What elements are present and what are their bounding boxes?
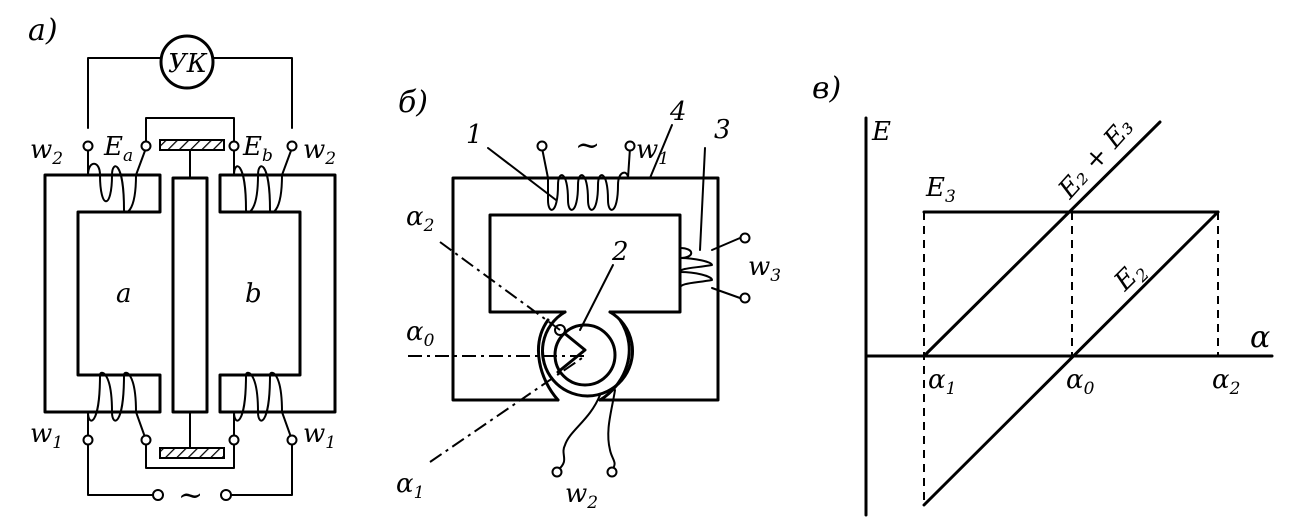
coil-w1-right — [233, 371, 293, 441]
terminal — [140, 140, 152, 152]
eb-label: Eb — [242, 132, 273, 166]
coil-w3 — [679, 232, 751, 304]
panel-c: в) E α E3 E₂ + E₃ E2 α1 α0 α2 — [812, 71, 1274, 517]
w2-lead-2 — [607, 389, 616, 471]
panel-a-label: а) — [28, 13, 58, 48]
pole-left — [537, 318, 560, 402]
terminal — [82, 434, 94, 446]
core-window — [488, 213, 682, 314]
e2-plus-e3-line — [922, 120, 1162, 358]
e3-label: E3 — [925, 173, 956, 207]
leader-1 — [487, 147, 557, 201]
panel-a: а) УК ~ — [28, 13, 337, 513]
stator-pole-arc — [541, 310, 634, 398]
coil-w2-left — [87, 147, 147, 214]
w2-right-label: w2 — [303, 135, 336, 169]
alpha2-label: α2 — [406, 202, 434, 236]
leader-3 — [699, 147, 706, 251]
panel-b: б) — [396, 85, 781, 513]
terminal — [286, 140, 298, 152]
top-bridge-wire — [145, 117, 235, 149]
core-a — [43, 173, 162, 414]
terminal — [228, 140, 240, 152]
coil-w1 — [536, 140, 636, 211]
terminal — [82, 140, 94, 152]
terminal — [606, 466, 618, 478]
leader-2 — [579, 264, 614, 331]
alpha2-axis — [439, 241, 561, 331]
leader-4 — [649, 124, 673, 179]
rotor-pointer — [556, 326, 587, 374]
amp-wire-left — [87, 57, 162, 129]
ac-source-symbol: ~ — [178, 478, 203, 513]
w2-left-label: w2 — [30, 135, 63, 169]
top-support — [159, 139, 225, 151]
core-a-label: a — [116, 279, 132, 309]
alpha1-tick-label: α1 — [928, 365, 956, 399]
ac-terminal-left — [152, 489, 164, 501]
w2-lead-1 — [557, 394, 601, 471]
e2-label: E2 — [1108, 255, 1154, 301]
terminal — [228, 434, 240, 446]
ac-terminal-right — [220, 489, 232, 501]
amplifier-label: УК — [168, 49, 208, 79]
label-2: 2 — [611, 237, 629, 267]
pole-right — [598, 318, 631, 402]
panel-b-label: б) — [398, 85, 428, 120]
x-axis-label: α — [1250, 320, 1270, 355]
w3-label: w3 — [748, 252, 781, 286]
ea-label: Ea — [103, 132, 133, 166]
terminal — [551, 466, 563, 478]
w1-right-label: w1 — [303, 419, 336, 453]
core-b-label: b — [245, 279, 262, 309]
center-armature — [171, 176, 209, 414]
ac-wire-right — [231, 439, 293, 496]
terminal — [286, 434, 298, 446]
terminal — [140, 434, 152, 446]
label-1: 1 — [466, 120, 483, 150]
panel-c-label: в) — [812, 71, 841, 106]
bottom-bridge-wire — [145, 439, 235, 469]
alpha1-label: α1 — [396, 469, 424, 503]
label-4: 4 — [669, 97, 687, 127]
y-axis-label: E — [871, 117, 891, 147]
amplifier-symbol — [159, 34, 215, 90]
alpha1-axis — [429, 355, 586, 463]
amp-wire-right — [212, 57, 293, 129]
bottom-support — [159, 447, 225, 459]
e2-line — [922, 210, 1220, 507]
w1-left-label: w1 — [30, 419, 63, 453]
e2-e3-label: E₂ + E₃ — [1052, 112, 1140, 205]
alpha0-label: α0 — [406, 317, 435, 351]
w2-label: w2 — [565, 479, 598, 513]
ac-wire-left — [87, 439, 153, 496]
w1-label: w1 — [636, 135, 669, 169]
ac-symbol: ~ — [575, 128, 600, 163]
alpha2-tick-label: α2 — [1212, 365, 1240, 399]
transformer-core — [451, 176, 720, 402]
label-3: 3 — [714, 115, 731, 145]
coil-w2-right — [233, 147, 293, 214]
alpha0-tick-label: α0 — [1066, 365, 1095, 399]
coil-w1-left — [87, 371, 147, 441]
